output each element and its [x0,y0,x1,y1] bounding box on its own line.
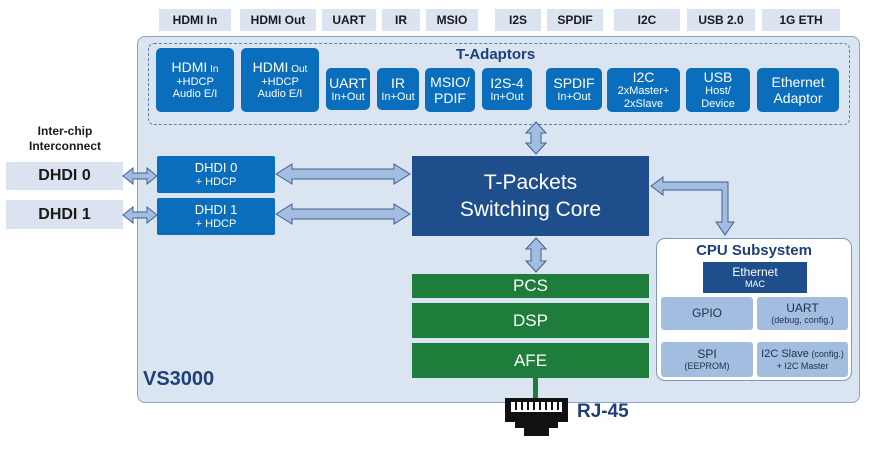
dhdi-0-internal: DHDI 0 + HDCP [157,156,275,193]
cpu-i2c: I2C Slave (config.) + I2C Master [757,342,848,377]
cpu-gpio: GPIO [661,297,753,330]
top-label-hdmi-out: HDMI Out [240,9,316,31]
dhdi-1-external: DHDI 1 [6,200,123,229]
dhdi-0-external: DHDI 0 [6,162,123,190]
arrow-dhdi0-external [122,166,158,186]
chip-name: VS3000 [143,368,215,390]
afe-rj45-line [533,378,538,400]
top-label-i2c: I2C [614,9,680,31]
arrow-adaptors-core [524,121,548,155]
adaptor-i2s-4: I2S-4 In+Out [482,68,532,110]
top-label-hdmi-in: HDMI In [159,9,231,31]
adaptor-i2c: I2C 2xMaster+ 2xSlave [607,68,680,112]
switching-core: T-Packets Switching Core [412,156,649,236]
adaptor-ir: IR In+Out [377,68,419,110]
top-label-ir: IR [382,9,420,31]
adaptor-usb: USB Host/ Device [686,68,750,112]
adaptor-spdif: SPDIF In+Out [546,68,602,110]
adaptor-uart: UART In+Out [326,68,370,110]
phy-afe: AFE [412,343,649,378]
arrow-dhdi0-core [275,163,411,185]
arrow-core-cpu [650,176,735,236]
top-label-usb: USB 2.0 [687,9,755,31]
dhdi-1-internal: DHDI 1 + HDCP [157,198,275,235]
interchip-label: Inter-chip Interconnect [28,124,101,153]
cpu-spi: SPI (EEPROM) [661,342,753,377]
rj45-label: RJ-45 [577,401,629,422]
phy-pcs: PCS [412,274,649,298]
top-label-spdif: SPDIF [547,9,603,31]
top-label-1g-eth: 1G ETH [762,9,840,31]
cpu-ethernet-mac: Ethernet MAC [703,262,807,293]
phy-dsp: DSP [412,303,649,338]
t-adaptors-title: T-Adaptors [456,46,536,63]
arrow-dhdi1-core [275,203,411,225]
top-label-i2s: I2S [495,9,541,31]
adaptor-msio-pdif: MSIO/ PDIF [425,68,475,112]
top-label-msio: MSIO [426,9,478,31]
adaptor-hdmi-in: HDMI In +HDCP Audio E/I [156,48,234,112]
adaptor-hdmi-out: HDMI Out +HDCP Audio E/I [241,48,319,112]
t-adaptors-region [148,43,850,125]
arrow-core-pcs [524,237,548,273]
top-label-uart: UART [322,9,376,31]
arrow-dhdi1-external [122,205,158,225]
adaptor-ethernet: Ethernet Adaptor [757,68,839,112]
cpu-subsystem-title: CPU Subsystem [696,242,812,259]
rj45-jack-icon [505,398,568,436]
cpu-uart: UART (debug, config.) [757,297,848,330]
